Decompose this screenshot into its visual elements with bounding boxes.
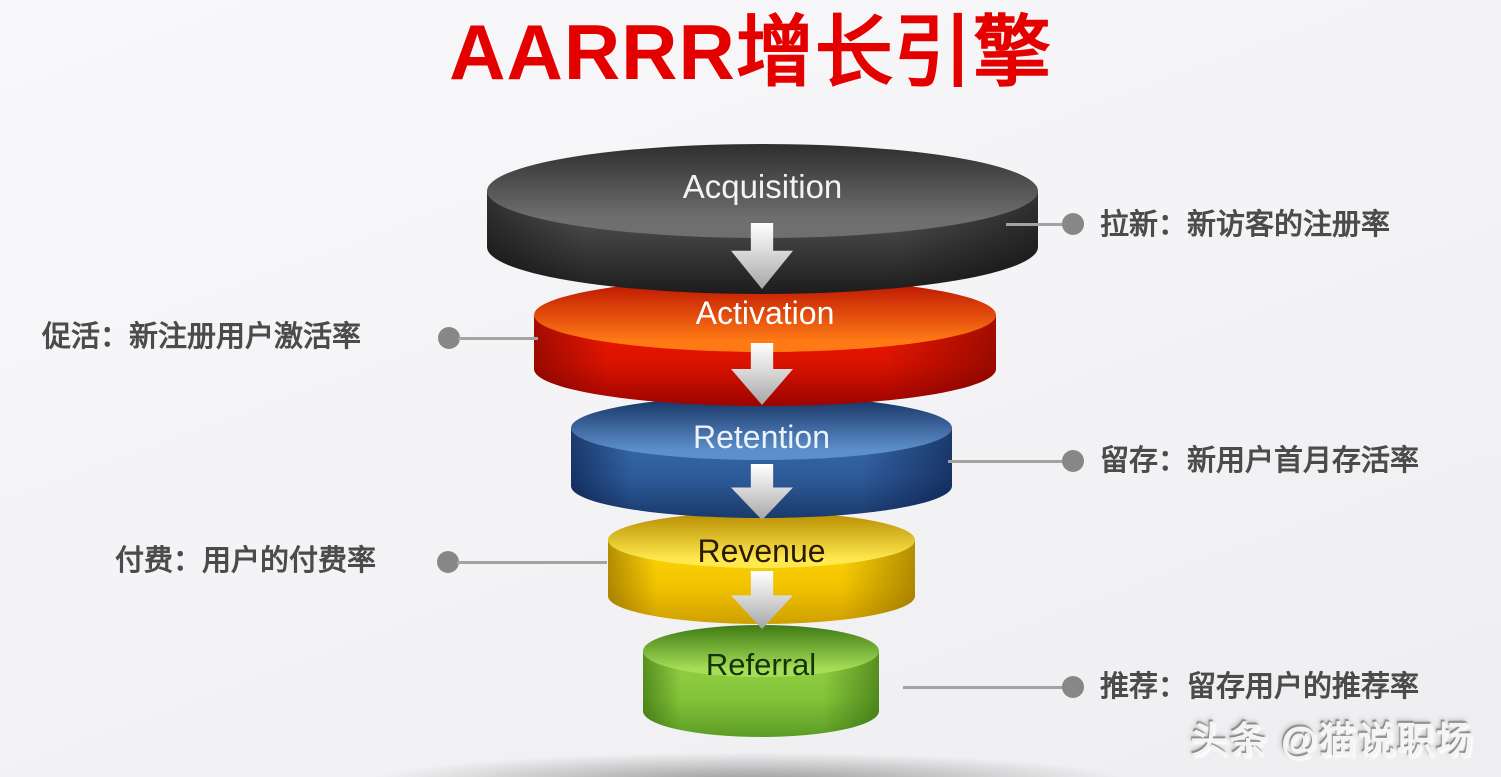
- cylinder-top: [487, 144, 1038, 238]
- callout-dot-activation: [438, 327, 460, 349]
- callout-line-retention: [948, 460, 1064, 463]
- watermark: 头条 @猫说职场: [1190, 720, 1475, 761]
- callout-text-acquisition: 拉新：新访客的注册率: [1100, 209, 1391, 241]
- callout-line-revenue: [457, 561, 607, 564]
- stage-label-acquisition: Acquisition: [682, 168, 843, 205]
- callout-dot-revenue: [437, 551, 459, 573]
- funnel-stage-acquisition: Acquisition: [487, 144, 1038, 294]
- stage-label-activation: Activation: [695, 295, 835, 331]
- callout-text-retention: 留存：新用户首月存活率: [1100, 445, 1420, 477]
- bottom-shadow: [270, 753, 1231, 777]
- callout-text-activation: 促活：新注册用户激活率: [42, 321, 362, 353]
- callout-text-referral: 推荐：留存用户的推荐率: [1100, 671, 1420, 703]
- cylinder-top: [571, 396, 952, 460]
- callout-line-acquisition: [1006, 223, 1064, 226]
- cylinder-top: [608, 512, 915, 568]
- page-title: AARRR增长引擎: [449, 8, 1052, 96]
- callout-dot-acquisition: [1062, 213, 1084, 235]
- stage-label-revenue: Revenue: [697, 533, 826, 569]
- cylinder-top: [643, 625, 879, 677]
- callout-text-revenue: 付费：用户的付费率: [115, 545, 377, 577]
- funnel-stage-referral: Referral: [643, 625, 879, 737]
- callout-dot-referral: [1062, 676, 1084, 698]
- stage-label-referral: Referral: [705, 647, 817, 682]
- funnel-stage-retention: Retention: [571, 396, 952, 518]
- callout-dot-retention: [1062, 450, 1084, 472]
- callout-line-activation: [458, 337, 538, 340]
- callout-line-referral: [903, 686, 1064, 689]
- stage-label-retention: Retention: [693, 419, 830, 455]
